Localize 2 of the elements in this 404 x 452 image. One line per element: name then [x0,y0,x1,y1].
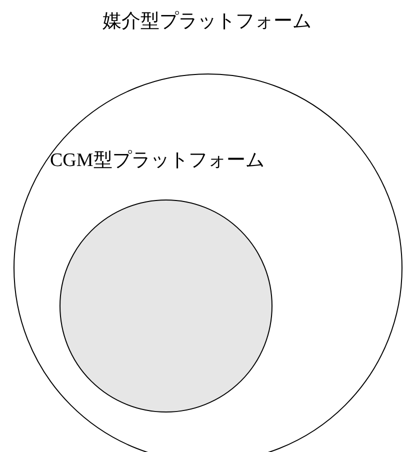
circle-title: 媒介型プラットフォーム [102,10,312,34]
circle-title: CGM型プラットフォーム [50,149,264,173]
